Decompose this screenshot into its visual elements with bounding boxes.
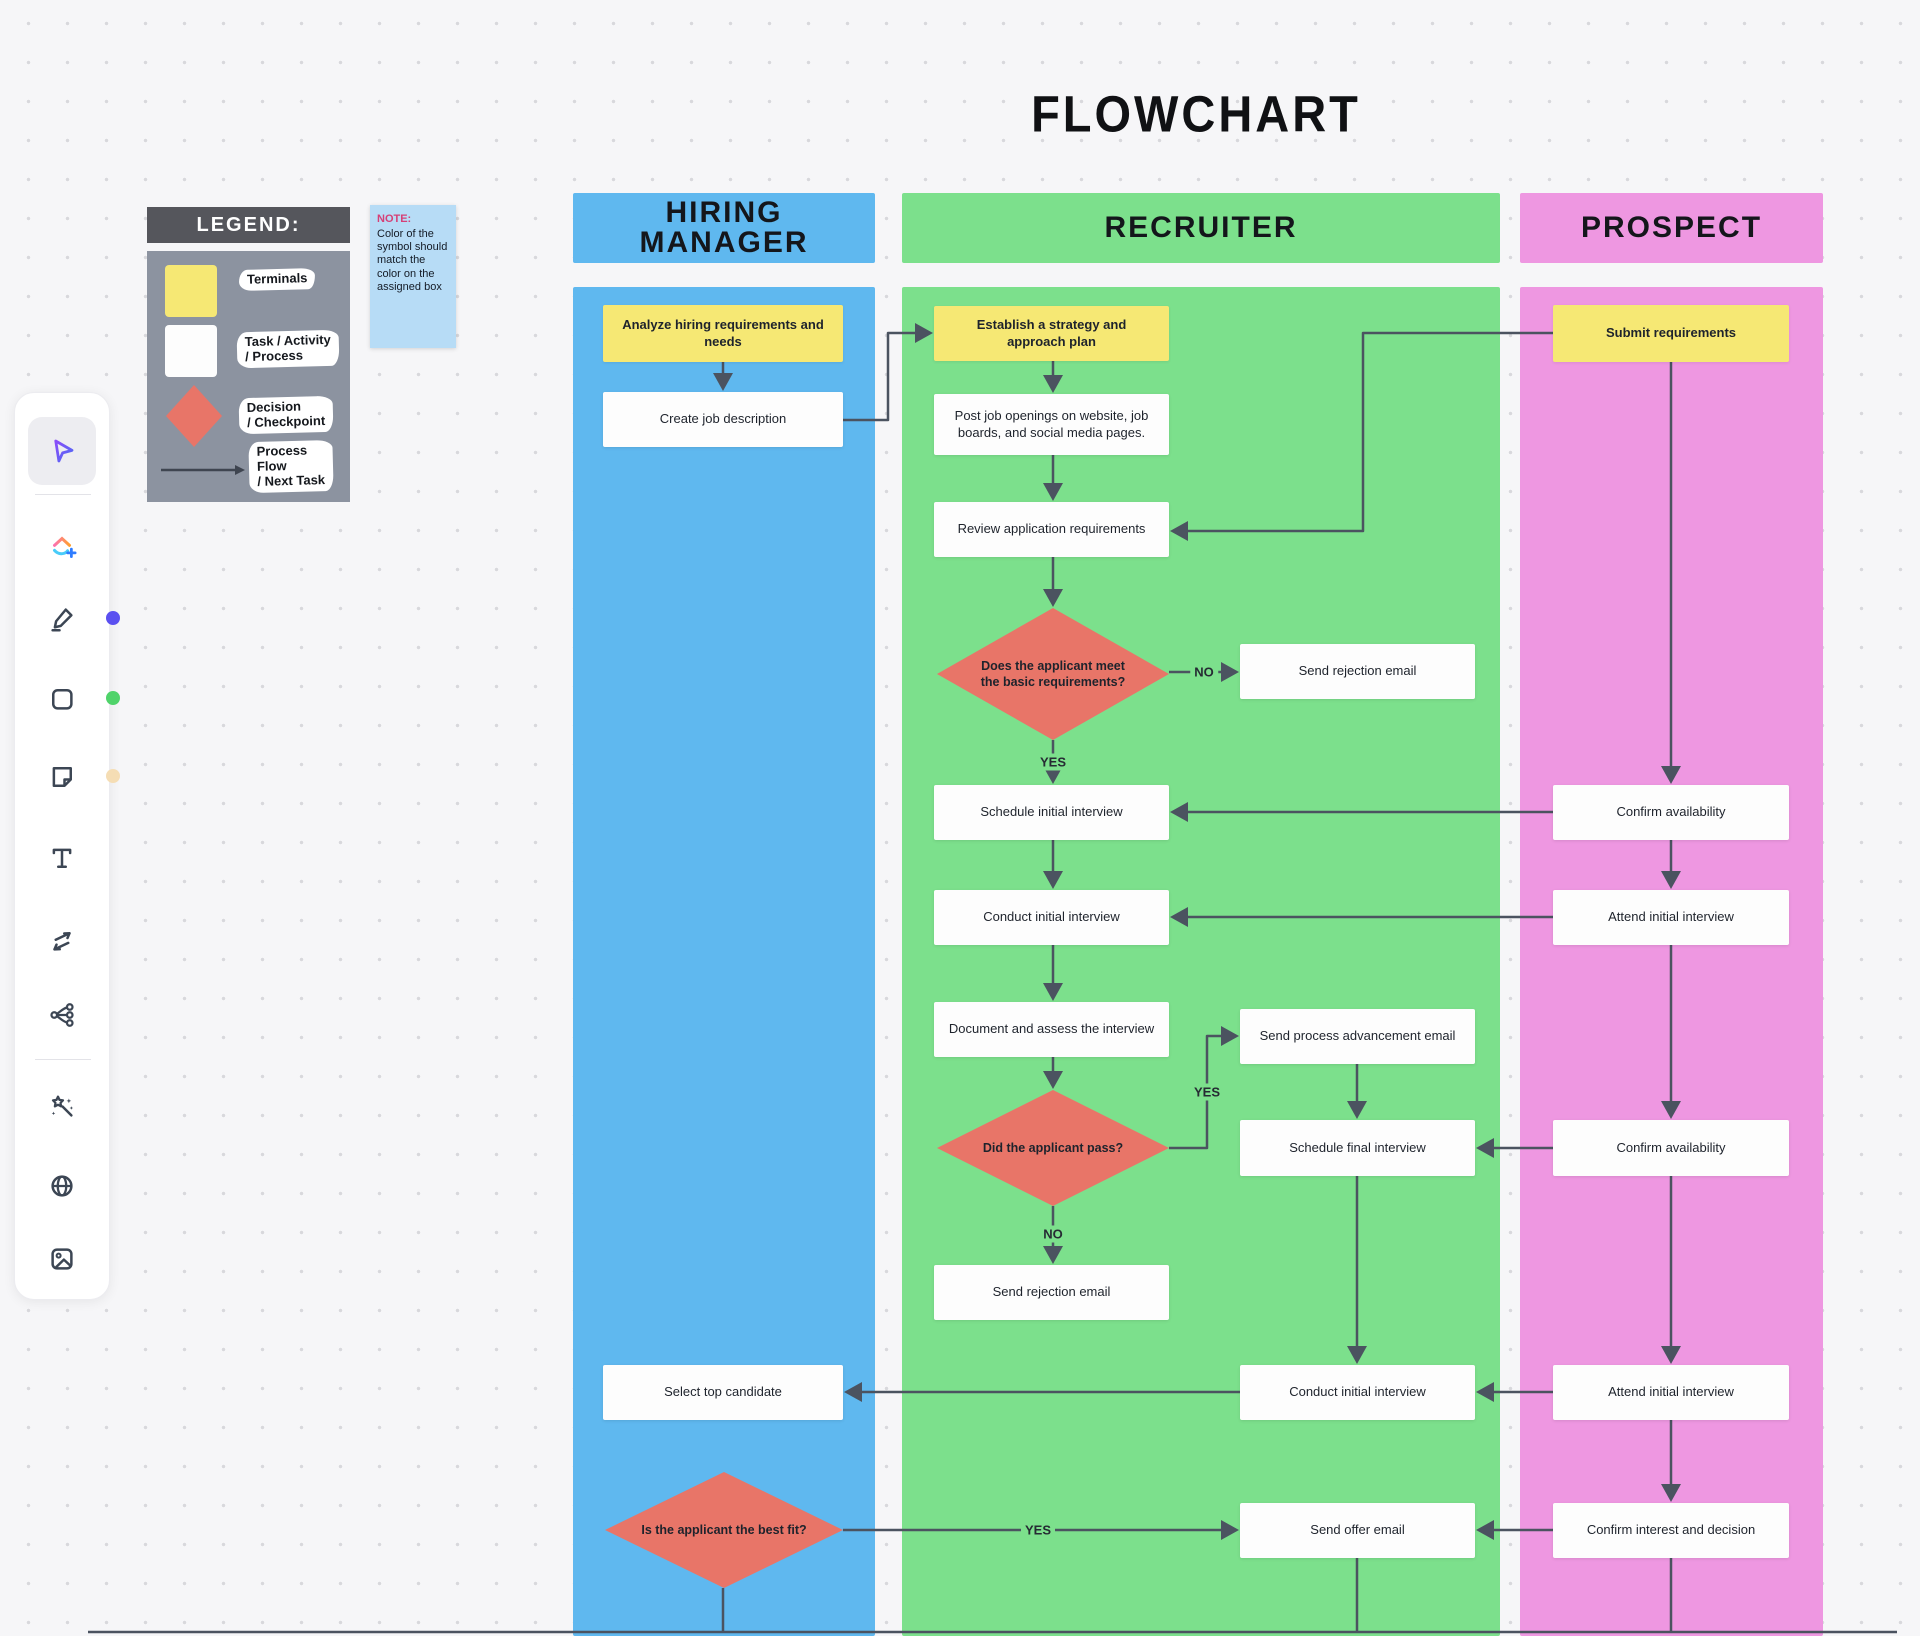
- legend-label-terminal: Terminals: [238, 268, 316, 291]
- tool-select-cursor-selected[interactable]: [28, 417, 96, 485]
- node-send-rejection-email-2[interactable]: Send rejection email: [934, 1265, 1169, 1320]
- tool-clickup-add[interactable]: [40, 524, 84, 568]
- legend-label-flow-arrow: Process Flow / Next Task: [248, 439, 334, 493]
- edge-submit-to-review[interactable]: [1170, 331, 1553, 541]
- node-confirm-availability-2[interactable]: Confirm availability: [1553, 1120, 1789, 1176]
- note-title: NOTE:: [377, 213, 412, 225]
- node-schedule-final-interview[interactable]: Schedule final interview: [1240, 1120, 1475, 1176]
- node-send-process-advancement-email[interactable]: Send process advancement email: [1240, 1009, 1475, 1064]
- lane-header-prospect[interactable]: PROSPECT: [1520, 193, 1823, 263]
- node-review-application-requirements[interactable]: Review application requirements: [934, 502, 1169, 557]
- note-sticky[interactable]: NOTE: Color of the symbol should match t…: [370, 205, 456, 348]
- tool-color-dot-shape[interactable]: [106, 691, 120, 705]
- node-attend-initial-interview-1[interactable]: Attend initial interview: [1553, 890, 1789, 945]
- legend-symbol-terminal: [165, 265, 217, 317]
- edge-label-decision1-yes: YES: [1035, 753, 1071, 771]
- node-conduct-initial-interview-1[interactable]: Conduct initial interview: [934, 890, 1169, 945]
- tool-color-dot-sticky-note[interactable]: [106, 769, 120, 783]
- text-icon: [52, 848, 72, 868]
- legend-symbol-decision: [166, 385, 222, 447]
- clickup-add-icon: [53, 536, 77, 558]
- legend-label-process: Task / Activity / Process: [236, 329, 340, 369]
- node-schedule-initial-interview[interactable]: Schedule initial interview: [934, 785, 1169, 840]
- connector-arrows-icon: [53, 932, 71, 951]
- tool-sticky-note[interactable]: [40, 755, 84, 799]
- node-post-job-openings[interactable]: Post job openings on website, job boards…: [934, 394, 1169, 455]
- tool-ai-wand[interactable]: [40, 1084, 84, 1128]
- edge-label-decision1-no: NO: [1190, 663, 1218, 681]
- lane-header-recruiter[interactable]: RECRUITER: [902, 193, 1500, 263]
- node-send-offer-email[interactable]: Send offer email: [1240, 1503, 1475, 1558]
- edge-label-decision3-yes-to-offer: YES: [1020, 1521, 1056, 1539]
- tool-shape[interactable]: [40, 677, 84, 721]
- edge-label-decision2-yes: YES: [1189, 1083, 1225, 1101]
- legend-symbol-process: [165, 325, 217, 377]
- legend-symbol-flow-arrow: [161, 465, 245, 475]
- node-create-job-description[interactable]: Create job description: [603, 392, 843, 447]
- node-select-top-candidate[interactable]: Select top candidate: [603, 1365, 843, 1420]
- node-send-rejection-email-1[interactable]: Send rejection email: [1240, 644, 1475, 699]
- highlighter-icon: [51, 608, 73, 632]
- ai-wand-icon: [51, 1095, 74, 1117]
- node-conduct-initial-interview-2[interactable]: Conduct initial interview: [1240, 1365, 1475, 1420]
- lane-header-hiring-manager[interactable]: HIRING MANAGER: [573, 193, 875, 263]
- web-icon: [51, 1175, 73, 1197]
- tool-web[interactable]: [40, 1164, 84, 1208]
- node-confirm-interest-decision[interactable]: Confirm interest and decision: [1553, 1503, 1789, 1558]
- tool-mind-map[interactable]: [40, 993, 84, 1037]
- node-submit-requirements[interactable]: Submit requirements: [1553, 305, 1789, 362]
- tool-image[interactable]: [40, 1237, 84, 1281]
- tool-connector-arrows[interactable]: [40, 919, 84, 963]
- node-establish-strategy[interactable]: Establish a strategy and approach plan: [934, 306, 1169, 361]
- shape-icon: [52, 689, 73, 710]
- node-analyze-hiring-requirements[interactable]: Analyze hiring requirements and needs: [603, 305, 843, 362]
- mind-map-icon: [50, 1003, 74, 1027]
- tool-text[interactable]: [40, 836, 84, 880]
- note-body: Color of the symbol should match the col…: [377, 228, 448, 293]
- tool-color-dot-highlighter[interactable]: [106, 611, 120, 625]
- edge-label-decision2-no: NO: [1039, 1225, 1067, 1243]
- legend-label-decision: Decision / Checkpoint: [238, 395, 334, 435]
- page-title[interactable]: FLOWCHART: [1031, 84, 1361, 143]
- tool-palette: [14, 392, 110, 1300]
- toolbar-divider: [35, 494, 91, 495]
- node-document-assess-interview[interactable]: Document and assess the interview: [934, 1002, 1169, 1057]
- toolbar-divider: [35, 1059, 91, 1060]
- image-icon: [51, 1248, 73, 1270]
- node-attend-initial-interview-2[interactable]: Attend initial interview: [1553, 1365, 1789, 1420]
- sticky-note-icon: [52, 767, 72, 787]
- node-confirm-availability-1[interactable]: Confirm availability: [1553, 785, 1789, 840]
- select-cursor-icon: [54, 439, 74, 463]
- edge-create-to-establish[interactable]: [843, 323, 933, 422]
- tool-highlighter[interactable]: [40, 597, 84, 641]
- legend-header[interactable]: LEGEND:: [147, 207, 350, 243]
